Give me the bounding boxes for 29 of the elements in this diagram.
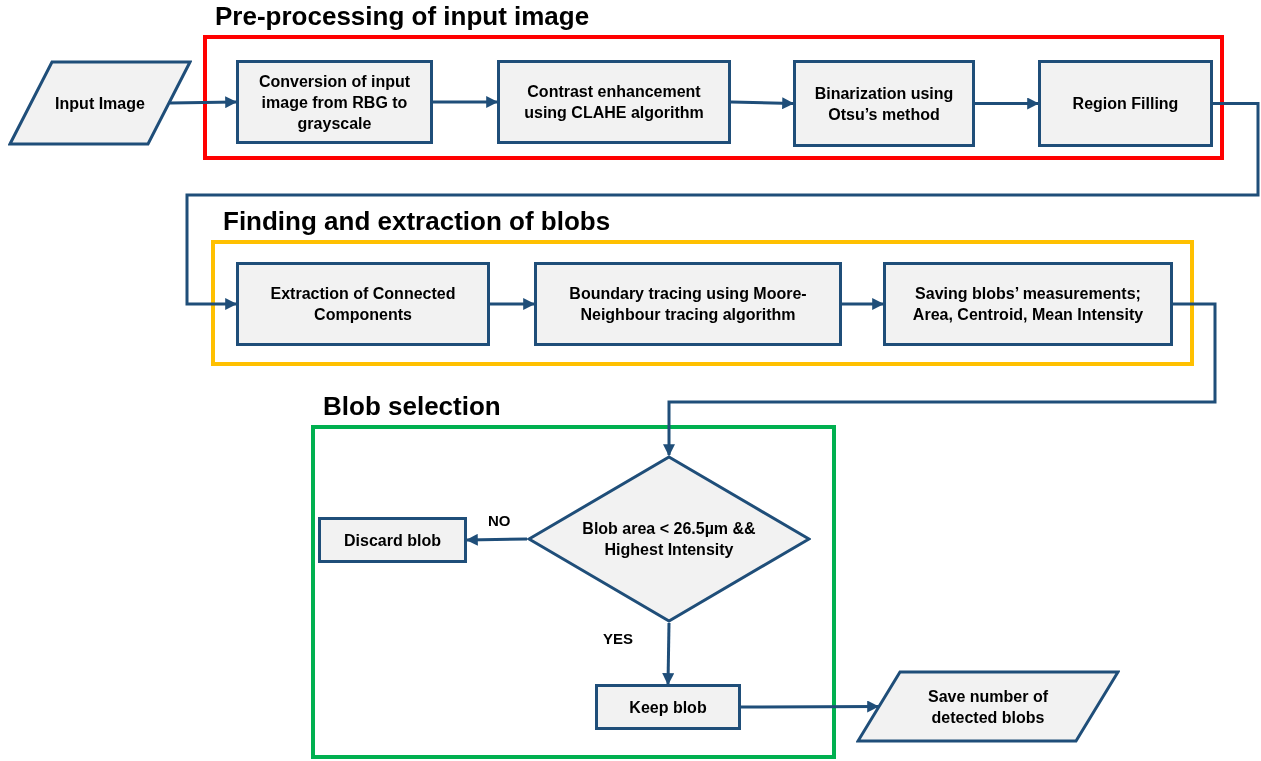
process-box: Saving blobs’ measurements; Area, Centroid, Mean Intensity	[883, 262, 1173, 346]
arrow	[490, 298, 536, 310]
group-heading: Blob selection	[323, 391, 501, 421]
arrow	[169, 96, 238, 109]
process-box: Boundary tracing using Moore-Neighbour tracing algorithm	[534, 262, 842, 346]
arrow	[662, 622, 675, 686]
data-parallelogram	[8, 60, 192, 146]
node-text: Save number of detected blobs	[927, 686, 1049, 728]
process-box: Conversion of input image from RBG to grayscale	[236, 60, 433, 144]
process-box: Extraction of Connected Components	[236, 262, 490, 346]
process-box: Discard blob	[318, 517, 467, 563]
arrow	[433, 96, 499, 108]
arrow	[185, 102, 1260, 310]
arrow	[741, 700, 880, 713]
arrow	[730, 97, 795, 110]
process-box: Contrast enhancement using CLAHE algorithm	[497, 60, 731, 144]
decision-diamond	[527, 455, 811, 623]
process-box: Region Filling	[1038, 60, 1213, 147]
node-text: Blob area < 26.5µm && Highest Intensity	[581, 519, 757, 560]
data-parallelogram	[856, 670, 1120, 743]
arrow	[975, 97, 1040, 110]
process-box: Keep blob	[595, 684, 741, 730]
arrow	[465, 533, 528, 546]
arrow	[663, 302, 1217, 457]
node-text: Input Image	[54, 93, 146, 114]
process-box: Binarization using Otsu’s method	[793, 60, 975, 147]
arrow	[842, 298, 885, 310]
group-heading: Pre-processing of input image	[215, 1, 590, 31]
group-heading: Finding and extraction of blobs	[223, 206, 611, 236]
